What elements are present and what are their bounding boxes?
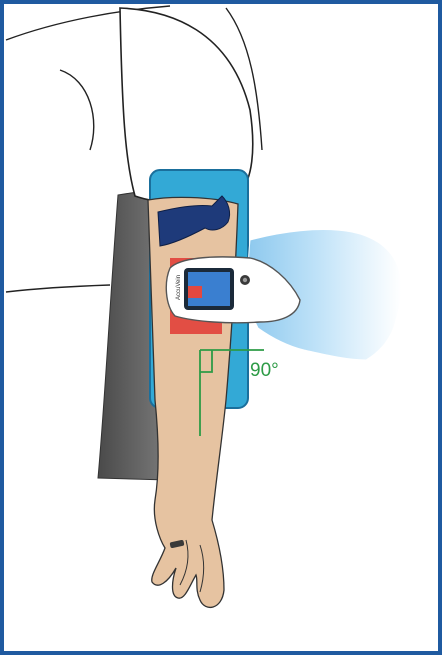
right-angle-icon xyxy=(199,349,264,436)
ring-icon xyxy=(169,539,185,549)
hand-details xyxy=(179,539,205,593)
device-brand-label: AccuVein xyxy=(176,275,182,300)
angle-label: 90° xyxy=(250,360,279,381)
tourniquet-icon xyxy=(157,195,231,247)
vein-viewer-device-icon: AccuVein xyxy=(165,256,301,324)
gloved-hand-icon xyxy=(247,229,402,361)
